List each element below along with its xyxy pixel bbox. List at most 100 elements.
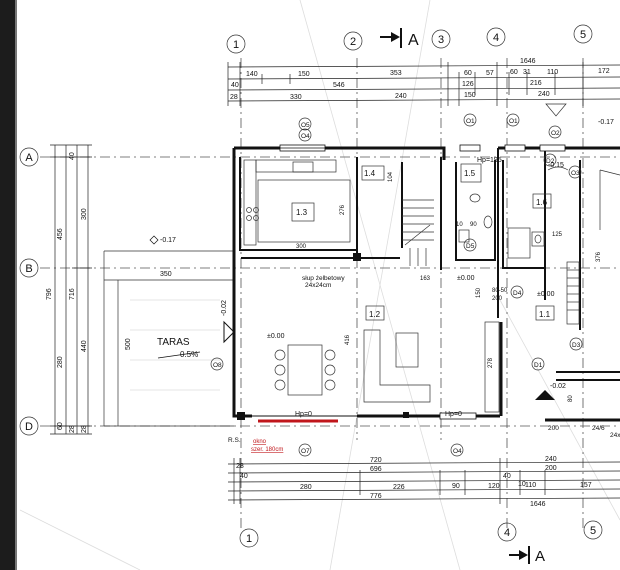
dim-276-a: 276 (340, 204, 346, 215)
dim-overall-top: 1646 (520, 58, 536, 65)
dimension-texts-left: 456 300 40 796 716 280 440 60 28 28 (46, 152, 88, 433)
room-1-5: 1.5 90 10 (456, 163, 493, 243)
tag-d3: D3 (572, 342, 581, 349)
dim-left-280: 280 (57, 356, 64, 368)
tag-o4: O4 (301, 133, 310, 140)
dim-left-456: 456 (57, 228, 64, 240)
dim-546: 546 (333, 82, 345, 89)
dim-110: 110 (547, 69, 558, 76)
dim-40-bottom-b: 40 (503, 473, 511, 480)
tag-o7: O7 (301, 448, 310, 455)
dim-416: 416 (345, 334, 351, 345)
axis-3-top: 3 (438, 34, 444, 46)
dimension-texts-top: 1646 140 150 353 60 57 60 31 110 172 40 … (230, 58, 610, 101)
level-zero-1: ±0.00 (267, 333, 285, 340)
section-marker-bottom: A (509, 546, 545, 565)
plan-annotations: słup żelbetowy 24x24cm okno szer. 180cm … (228, 119, 620, 453)
dim-240-bottom: 240 (545, 456, 557, 463)
room-1-6-label: 1.6 (536, 198, 548, 207)
dim-240b: 240 (538, 91, 550, 98)
tag-o3: O3 (571, 170, 580, 177)
dim-163: 163 (420, 276, 431, 282)
dim-28: 28 (230, 94, 238, 101)
axis-5-bottom: 5 (590, 525, 596, 537)
dim-200-hall: 200 (548, 425, 559, 432)
dim-300-kitchen: 300 (296, 244, 307, 250)
scan-edge (0, 0, 16, 570)
room-1-4-label: 1.4 (364, 169, 376, 178)
dimension-lines-bottom (227, 458, 620, 504)
dim-150b: 150 (464, 92, 476, 99)
terrace-dim-500: 500 (125, 338, 132, 350)
opening-tags: O5 O4 O1 O1 O2 O3 O8 O7 O4 D1 D2 D3 D4 D… (210, 113, 583, 457)
axis-B: B (25, 263, 32, 275)
section-label-top: A (408, 32, 419, 49)
dim-720: 720 (370, 457, 382, 464)
dimension-lines-top (227, 62, 620, 106)
room-1-5-label: 1.5 (464, 169, 476, 178)
dim-57: 57 (486, 70, 494, 77)
column-size: 24x24cm (305, 282, 331, 289)
dim-28-bottom: 28 (236, 463, 244, 470)
dim-10-wc: 10 (456, 222, 463, 228)
room-1-1-label: 1.1 (539, 310, 551, 319)
dim-110-bottom: 110 (525, 482, 536, 489)
corner-column (237, 412, 245, 420)
tag-o1: O1 (466, 118, 475, 125)
dim-left-28a: 28 (69, 425, 76, 433)
grid-lines (40, 58, 620, 528)
section-label-bottom: A (535, 548, 545, 565)
dim-776: 776 (370, 493, 382, 500)
dim-200-living: 200 (492, 296, 503, 302)
room-1-2: 1.2 416 278 150 80-50 200 (274, 287, 508, 413)
axis-1-top: 1 (233, 39, 239, 51)
room-1-3-label: 1.3 (296, 208, 308, 217)
room-1-4: 1.4 163 (361, 165, 434, 282)
window-bottom-o4 (439, 412, 477, 420)
tag-o8: O8 (213, 362, 222, 369)
tag-d4: D4 (513, 290, 522, 297)
dim-40-bottom-a: 40 (240, 473, 248, 480)
terrace-level: -0.17 (160, 237, 176, 244)
room-1-6: 1.6 125 (507, 103, 569, 259)
dim-left-60: 60 (57, 422, 64, 430)
dim-left-28b: 28 (81, 425, 88, 433)
room-1-2-label: 1.2 (369, 310, 381, 319)
dim-10-bottom: 10 (518, 481, 526, 488)
dim-40: 40 (231, 82, 239, 89)
dim-60a: 60 (464, 70, 472, 77)
dim-172: 172 (598, 68, 610, 75)
window-width: szer. 180cm (251, 447, 283, 453)
dim-80-50: 80-50 (492, 288, 508, 294)
tag-d2: D2 (546, 158, 555, 165)
dim-140: 140 (246, 71, 258, 78)
dim-278: 278 (488, 357, 494, 368)
level-m015: -0.15 (548, 162, 564, 169)
window-note: okno (253, 439, 267, 445)
tag-d1: D1 (534, 362, 543, 369)
dim-left-300: 300 (81, 208, 88, 220)
room-1-3: 1.3 276 300 104 (243, 159, 394, 250)
dim-90-bottom: 90 (452, 483, 460, 490)
dim-353: 353 (390, 70, 402, 77)
tag-o2: O2 (551, 130, 560, 137)
hp195: Hp=195 (477, 157, 502, 164)
axis-bubbles-bottom: 1 4 5 (239, 520, 603, 548)
hp0-a: Hp=0 (295, 411, 312, 418)
level-zero-2: ±0.00 (457, 275, 475, 282)
dim-left-716: 716 (69, 288, 76, 300)
column-label: słup żelbetowy (302, 275, 345, 282)
level-zero-3: ±0.00 (537, 291, 555, 298)
axis-A: A (25, 152, 33, 164)
hp0-b: Hp=0 (445, 411, 462, 418)
axis-bubbles-top: 1 2 3 4 5 (226, 24, 593, 54)
tag-d5: D5 (466, 243, 475, 250)
tag-o4-bottom: O4 (453, 448, 462, 455)
dim-240a: 240 (395, 93, 407, 100)
dim-60b: 60 (510, 69, 518, 76)
axis-1-bottom: 1 (246, 533, 252, 545)
dim-125: 125 (552, 232, 563, 238)
background-faint-lines (19, 0, 620, 570)
dim-80-hall: 80 (568, 395, 574, 402)
